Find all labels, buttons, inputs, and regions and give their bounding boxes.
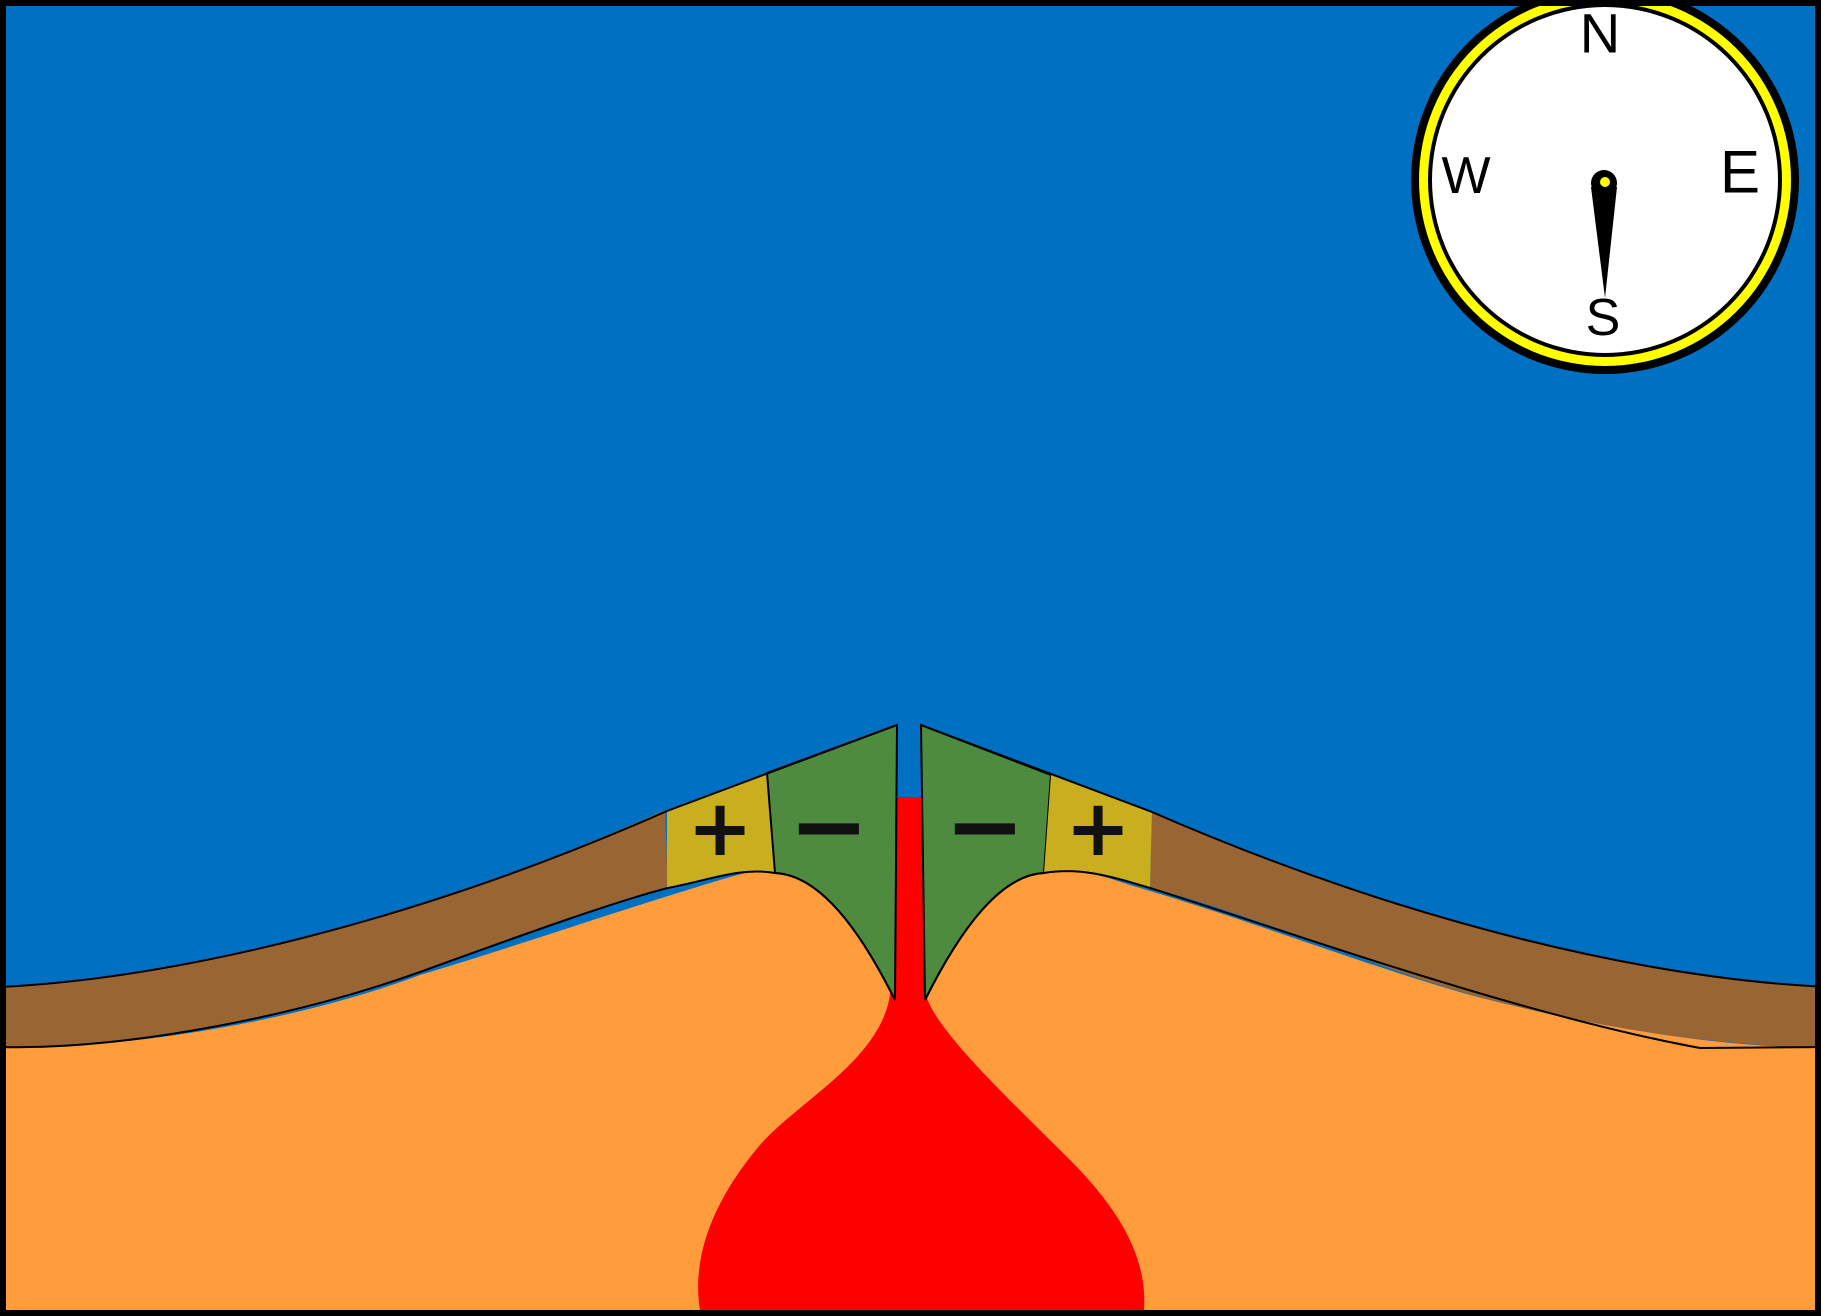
compass-west-label: W bbox=[1441, 147, 1490, 205]
polarity-sign-left-inner: − bbox=[789, 770, 869, 882]
compass: N S E W bbox=[1411, 0, 1799, 374]
polarity-sign-right-inner: − bbox=[945, 770, 1025, 882]
polarity-sign-left-outer: + bbox=[687, 784, 752, 874]
compass-east-label: E bbox=[1720, 139, 1760, 206]
compass-south-label: S bbox=[1586, 289, 1621, 347]
compass-pivot-highlight bbox=[1600, 177, 1610, 187]
compass-north-label: N bbox=[1580, 2, 1620, 65]
polarity-sign-right-outer: + bbox=[1065, 784, 1130, 874]
